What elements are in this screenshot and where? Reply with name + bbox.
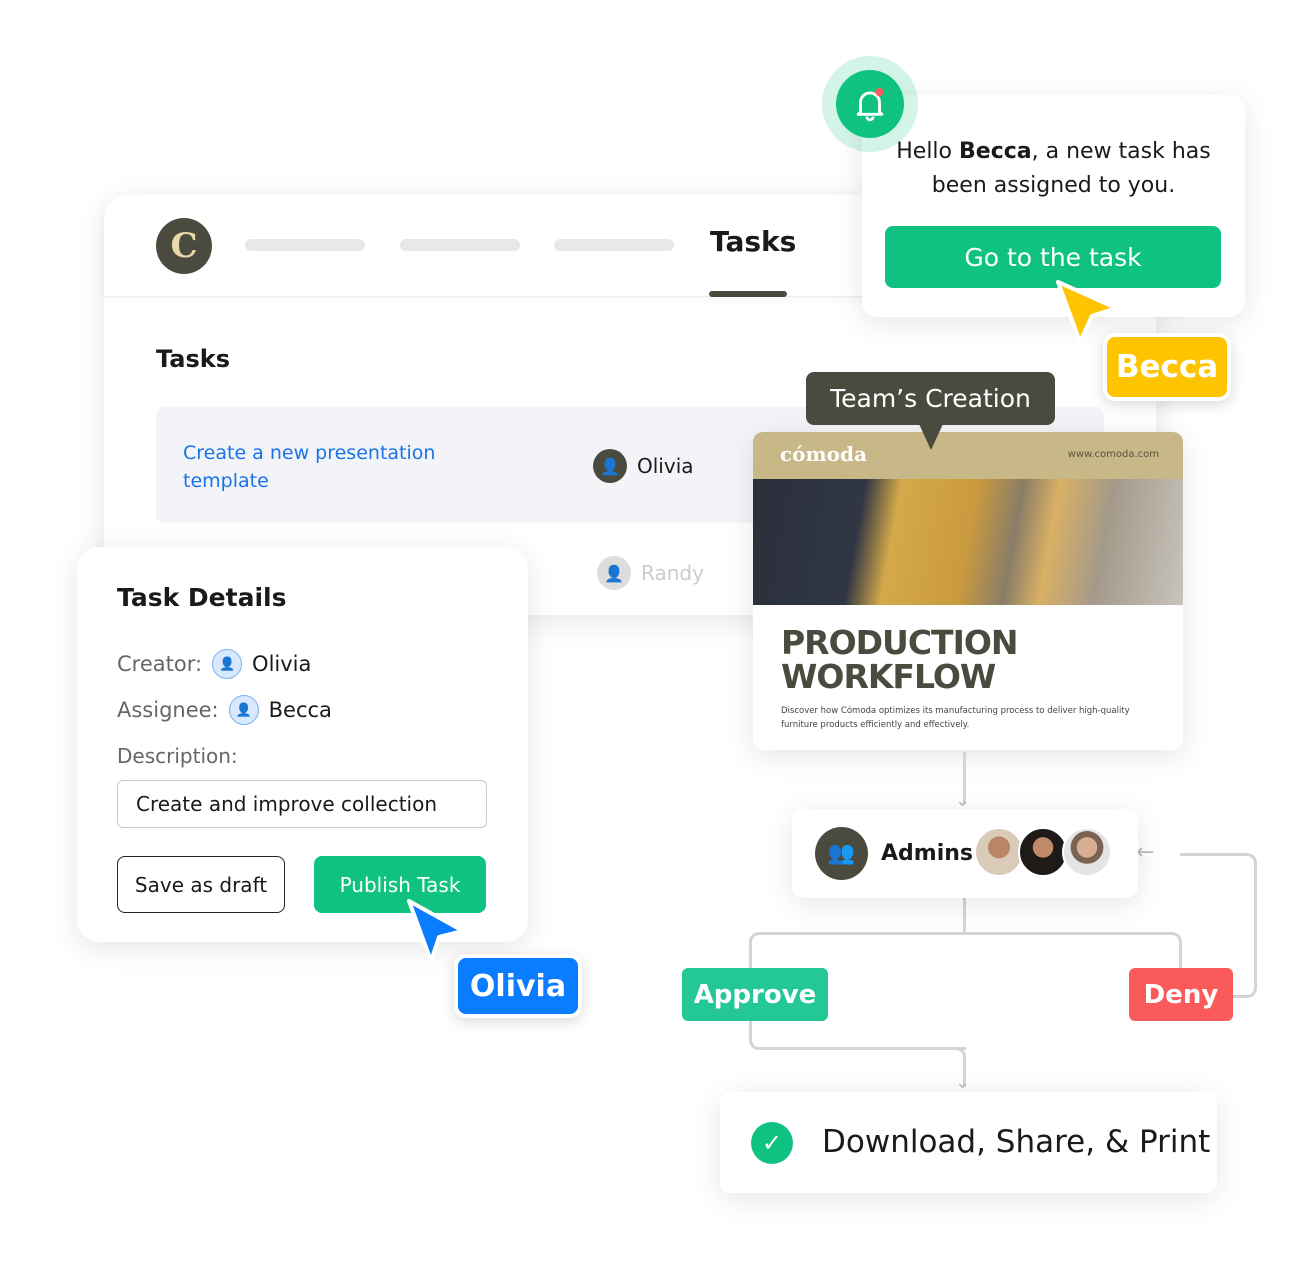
final-step-label: Download, Share, & Print [822,1124,1211,1160]
user-icon: 👤 [593,449,627,483]
task-details-panel: Task Details Creator: 👤 Olivia Assignee:… [77,547,528,942]
arrow-down-icon: ⌄ [955,790,971,811]
bell-icon[interactable] [836,70,904,138]
group-icon: 👥 [815,827,868,880]
deny-button[interactable]: Deny [1129,968,1233,1021]
arrow-down-icon: ⌄ [955,1072,971,1093]
task-assignee-faded: 👤 Randy [597,556,704,590]
doc-photo [753,479,1183,605]
connector [963,752,966,804]
olivia-cursor-icon [407,899,465,963]
user-icon: 👤 [212,649,243,679]
brand-logo: cómoda [780,442,867,466]
label-pointer [919,424,943,450]
assignee-name: Olivia [637,454,694,478]
assignee-name: Becca [268,698,332,722]
becca-cursor-label: Becca [1103,333,1231,401]
teams-creation-label: Team’s Creation [806,372,1055,425]
active-tab-indicator [709,291,787,297]
assignee-label: Assignee: [117,698,219,722]
creator-label: Creator: [117,652,203,676]
nav-placeholder-3[interactable] [554,239,674,251]
arrow-left-icon: ← [1136,840,1155,865]
description-label: Description: [117,744,238,768]
admin-avatar [1018,827,1068,877]
brand-url: www.comoda.com [1067,449,1159,460]
doc-header: cómoda www.comoda.com [753,432,1183,479]
assignee-name: Randy [641,561,704,585]
notification-card: Hello Becca, a new task has been assigne… [862,95,1245,317]
nav-placeholder-2[interactable] [400,239,520,251]
user-icon: 👤 [597,556,631,590]
final-step-node: ✓ Download, Share, & Print [720,1092,1217,1193]
creator-name: Olivia [252,652,312,676]
connector [949,1047,966,1087]
top-nav: C Tasks [104,195,1156,297]
notification-message: Hello Becca, a new task has been assigne… [896,139,1211,198]
user-icon: 👤 [228,695,259,725]
task-details-heading: Task Details [117,583,287,612]
task-title-link[interactable]: Create a new presentation template [183,442,436,492]
connector [963,898,966,934]
connector [749,1020,966,1050]
check-icon: ✓ [751,1122,793,1164]
creator-field: Creator: 👤 Olivia [117,649,311,679]
task-assignee: 👤 Olivia [593,449,694,483]
save-draft-button[interactable]: Save as draft [117,856,285,913]
app-logo: C [156,218,212,274]
admins-node: 👥 Admins [792,809,1138,898]
nav-placeholder-1[interactable] [245,239,365,251]
admins-label: Admins [881,841,973,866]
publish-task-button[interactable]: Publish Task [314,856,486,913]
description-input[interactable]: Create and improve collection [117,780,487,828]
tasks-heading: Tasks [156,345,231,373]
go-to-task-button[interactable]: Go to the task [885,226,1221,288]
connector [749,932,1182,972]
approve-button[interactable]: Approve [682,968,828,1021]
assignee-field: Assignee: 👤 Becca [117,695,332,725]
becca-cursor-icon [1056,280,1118,344]
tab-tasks[interactable]: Tasks [710,225,797,258]
olivia-cursor-label: Olivia [454,954,582,1018]
admin-avatar [974,827,1024,877]
doc-description: Discover how Cómoda optimizes its manufa… [781,706,1130,730]
admin-avatar [1062,827,1112,877]
